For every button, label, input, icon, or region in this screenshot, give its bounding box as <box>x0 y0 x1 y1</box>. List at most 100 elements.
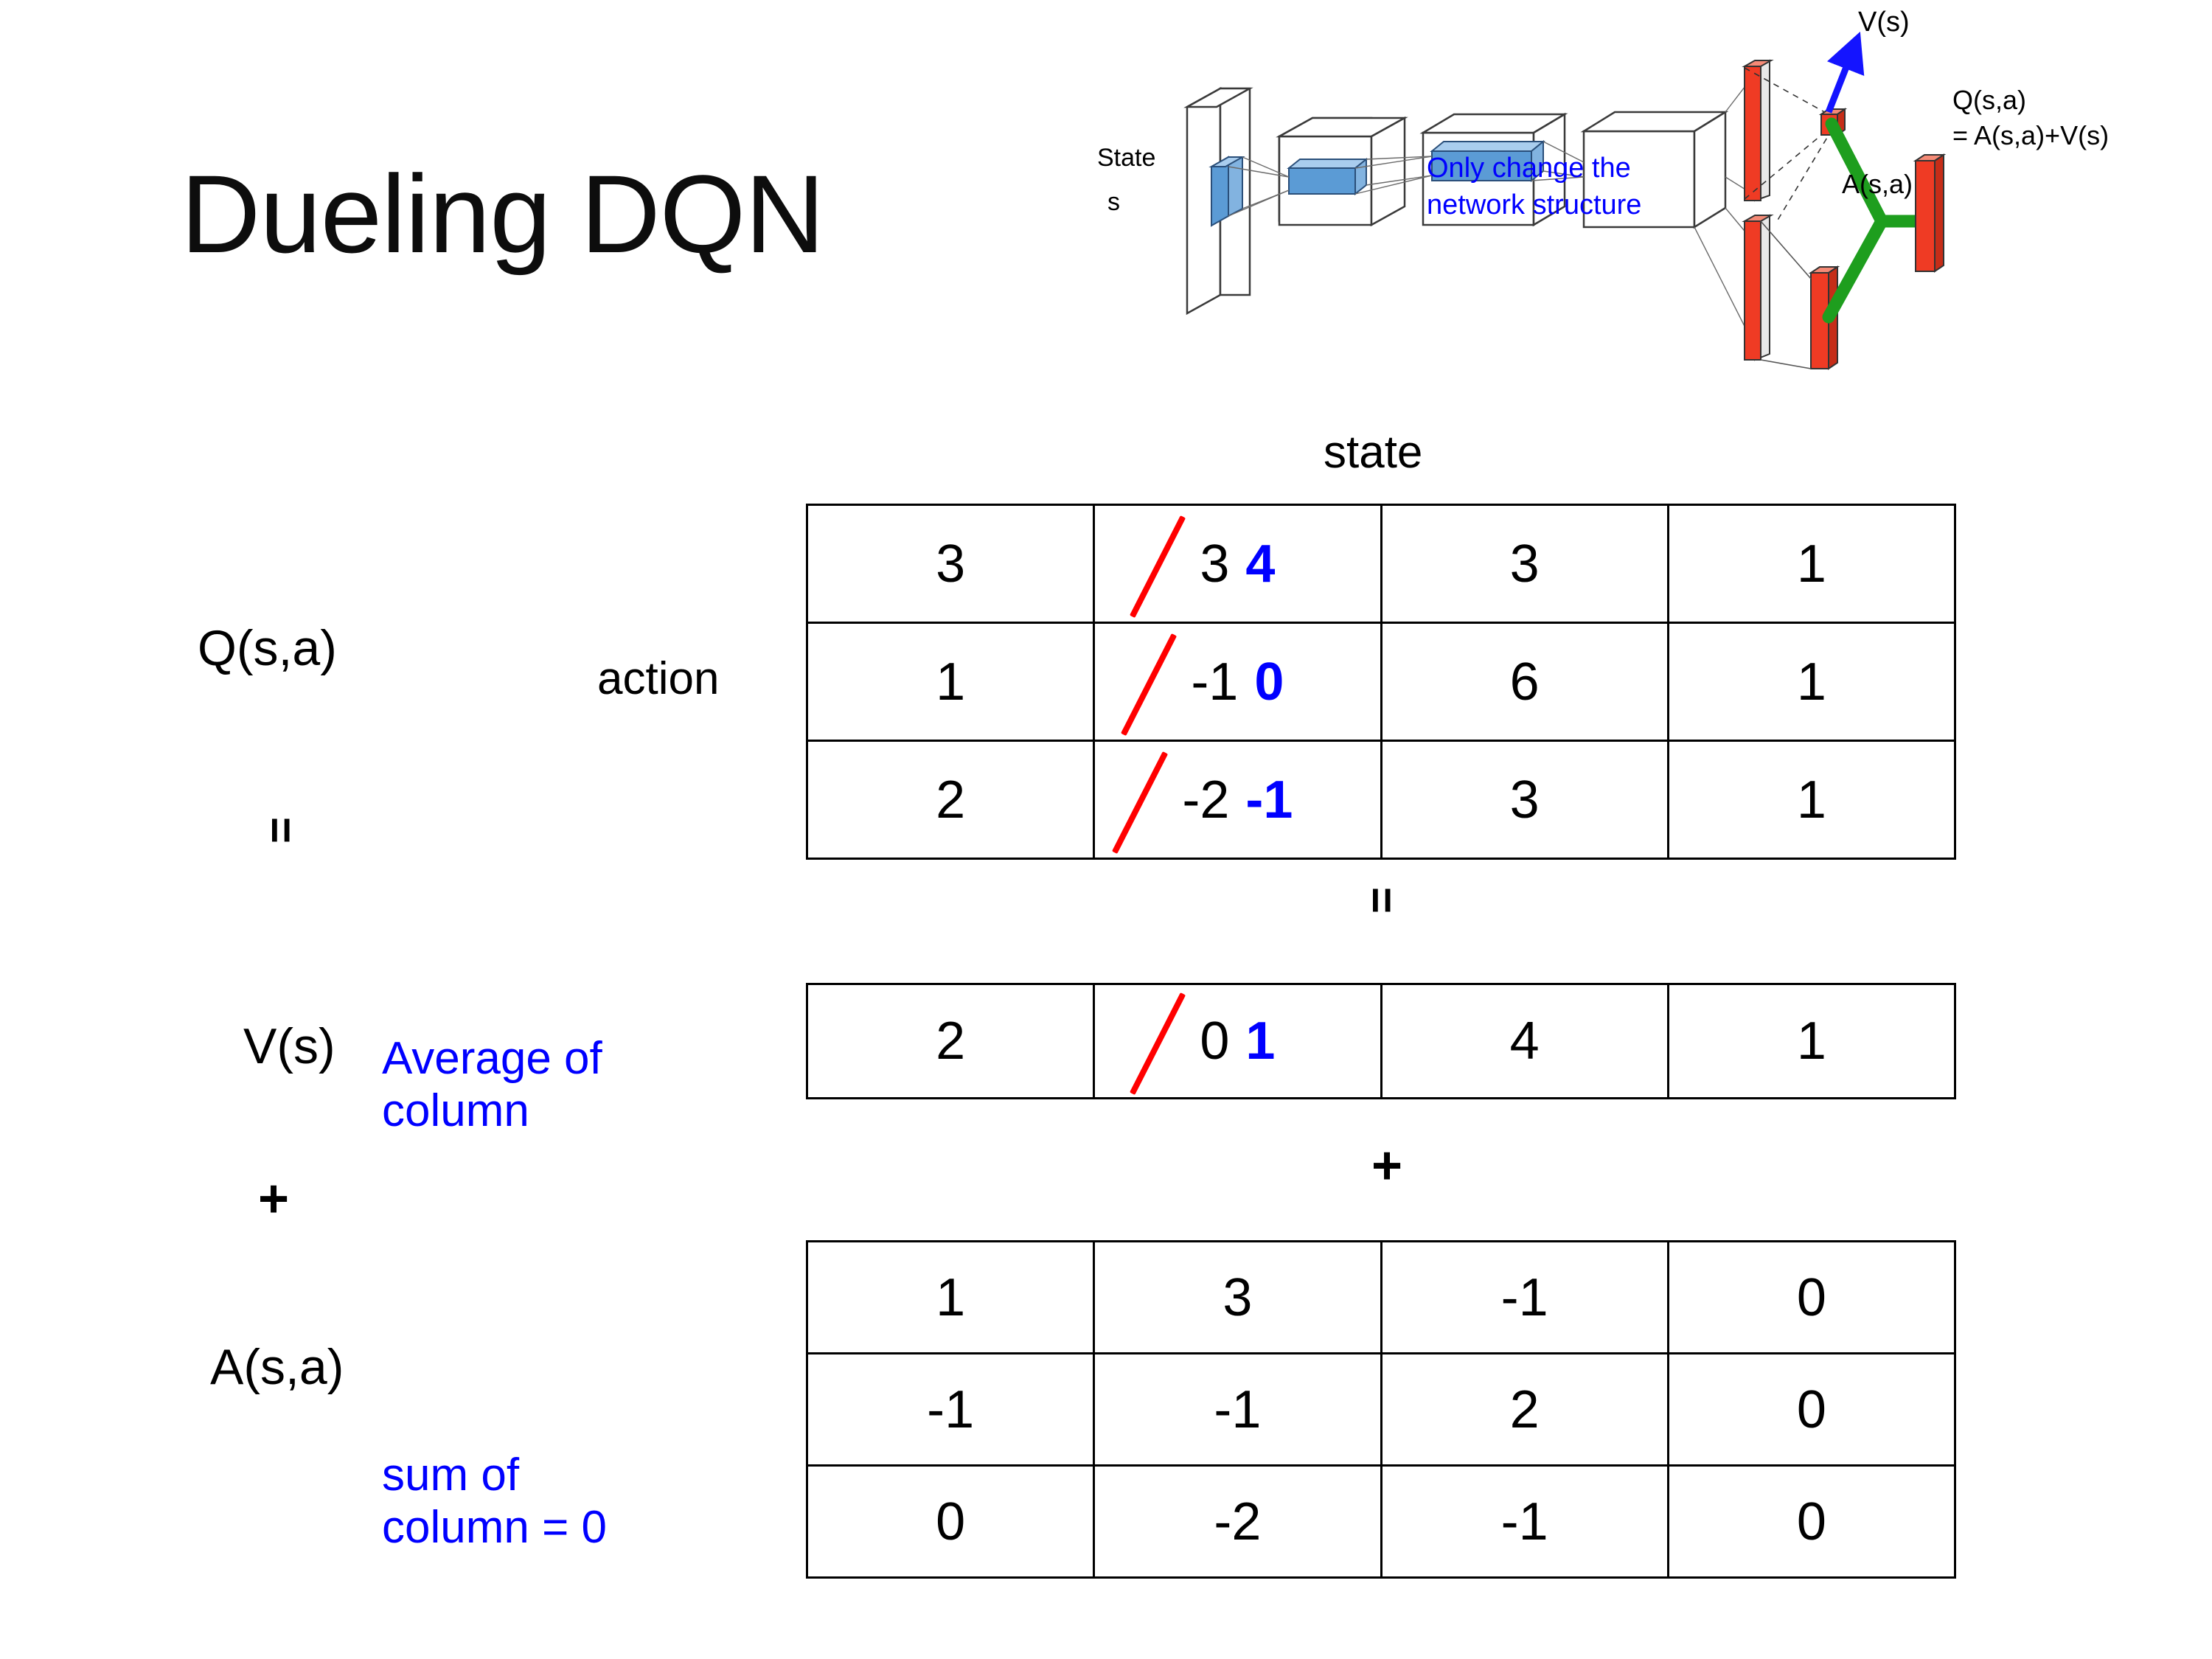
diagram-note-line1: Only change the <box>1427 153 1631 184</box>
table-cell: 1 <box>1666 622 1957 742</box>
cell-value: -1 <box>1500 1267 1548 1327</box>
cell-value: 0 <box>936 1492 966 1551</box>
conv-layer-1-patch <box>1287 157 1368 196</box>
cell-value: 1 <box>1796 534 1826 594</box>
cell-value: -1 <box>1500 1492 1548 1551</box>
table-row: -1 -1 2 0 <box>805 1352 1957 1467</box>
cell-value: 1 <box>936 1267 966 1327</box>
average-of-column-note: Average of column <box>382 1033 602 1137</box>
cell-value: 1 <box>1796 652 1826 712</box>
sum-of-column-note: sum of column = 0 <box>382 1450 608 1554</box>
table-cell: 1 <box>1666 983 1957 1099</box>
action-axis-label: action <box>597 653 720 704</box>
page-title: Dueling DQN <box>181 152 825 276</box>
table-row: 1 3 -1 0 <box>805 1240 1957 1354</box>
v-output-arrow <box>1825 31 1865 114</box>
table-cell: -1 <box>1380 1464 1669 1579</box>
diagram-a-output-label: A(s,a) <box>1842 169 1913 199</box>
table-cell: 2 <box>1380 1352 1669 1467</box>
cell-value: 0 <box>1796 1492 1826 1551</box>
corrected-value: -1 <box>1245 770 1293 830</box>
equals-sign-left: = <box>255 816 306 844</box>
table-cell: 3 <box>805 504 1096 624</box>
diagram-state-label-line1: State <box>1097 144 1155 172</box>
cell-value: 3 <box>1509 770 1540 830</box>
cell-value: 4 <box>1509 1012 1540 1071</box>
table-cell: -1 <box>1093 1352 1382 1467</box>
table-cell: 1 <box>805 1240 1096 1354</box>
table-cell: 6 <box>1380 622 1669 742</box>
diagram-q-output-label-line2: = A(s,a)+V(s) <box>1952 120 2109 150</box>
value-stream-bar <box>1742 59 1774 202</box>
cell-value: -2 <box>1214 1492 1262 1551</box>
table-cell: -1 <box>1380 1240 1669 1354</box>
plus-sign-middle: + <box>1371 1136 1403 1195</box>
diagram-note-line2: network structure <box>1427 189 1641 220</box>
struck-out-value: 0 <box>1200 1012 1230 1071</box>
equals-sign-middle: = <box>1356 886 1407 914</box>
fc-layer-shape <box>1580 110 1729 229</box>
table-cell: 0 <box>805 1464 1096 1579</box>
cell-value: 0 <box>1796 1267 1826 1327</box>
cell-value: 3 <box>936 534 966 594</box>
struck-out-value: -2 <box>1182 770 1230 830</box>
table-cell: 2 <box>805 740 1096 860</box>
table-cell: 3 <box>1380 740 1669 860</box>
table-cell: 2 <box>805 983 1096 1099</box>
conv-layer-2-patch <box>1430 139 1545 183</box>
table-cell: 3 <box>1380 504 1669 624</box>
v-function-label: V(s) <box>243 1018 335 1074</box>
table-cell: 3 <box>1093 1240 1382 1354</box>
table-row: 0 -2 -1 0 <box>805 1464 1957 1579</box>
corrected-value: 0 <box>1254 652 1284 712</box>
table-cell: 0 <box>1666 1240 1957 1354</box>
table-cell: -2 <box>1093 1464 1382 1579</box>
cell-value: 2 <box>936 770 966 830</box>
struck-out-value: -1 <box>1191 652 1239 712</box>
cell-value: 1 <box>1796 1012 1826 1071</box>
diagram-v-output-label: V(s) <box>1858 7 1910 38</box>
cell-value: 1 <box>936 652 966 712</box>
table-cell: 0 <box>1666 1352 1957 1467</box>
cell-value: 2 <box>1509 1380 1540 1439</box>
a-value-table: 1 3 -1 0 -1 -1 2 0 0 -2 -1 0 <box>805 1240 1957 1579</box>
table-row: 2 -2-1 3 1 <box>805 740 1957 860</box>
table-cell: 0 <box>1666 1464 1957 1579</box>
table-cell: -1 <box>805 1352 1096 1467</box>
corrected-value: 4 <box>1245 534 1276 594</box>
plus-sign-left: + <box>258 1169 290 1228</box>
advantage-stream-bar <box>1742 214 1774 361</box>
table-cell: 1 <box>1666 504 1957 624</box>
cell-value: 0 <box>1796 1380 1826 1439</box>
struck-out-value: 3 <box>1200 534 1230 594</box>
state-axis-label: state <box>1324 427 1423 478</box>
diagram-q-output-label-line1: Q(s,a) <box>1952 85 2026 115</box>
a-function-label: A(s,a) <box>210 1339 344 1395</box>
cell-value: -1 <box>927 1380 975 1439</box>
cell-value: 2 <box>936 1012 966 1071</box>
cell-value: 6 <box>1509 652 1540 712</box>
q-function-label: Q(s,a) <box>198 620 337 676</box>
q-output-bar <box>1913 153 1947 273</box>
table-cell: 4 <box>1380 983 1669 1099</box>
dueling-network-diagram: State s V(s) Q(s,a) = A(s,a)+V(s) A(s,a)… <box>1091 0 2212 413</box>
table-cell: 1 <box>805 622 1096 742</box>
cell-value: 1 <box>1796 770 1826 830</box>
cell-value: 3 <box>1509 534 1540 594</box>
diagram-state-label-line2: s <box>1107 188 1120 216</box>
cell-value: 3 <box>1222 1267 1253 1327</box>
corrected-value: 1 <box>1245 1012 1276 1071</box>
table-cell-edited: -2-1 <box>1093 740 1382 860</box>
table-cell: 1 <box>1666 740 1957 860</box>
green-aggregation-link <box>1822 117 1930 324</box>
input-plane-shape <box>1183 86 1253 316</box>
cell-value: -1 <box>1214 1380 1262 1439</box>
input-patch-shape <box>1208 156 1245 227</box>
